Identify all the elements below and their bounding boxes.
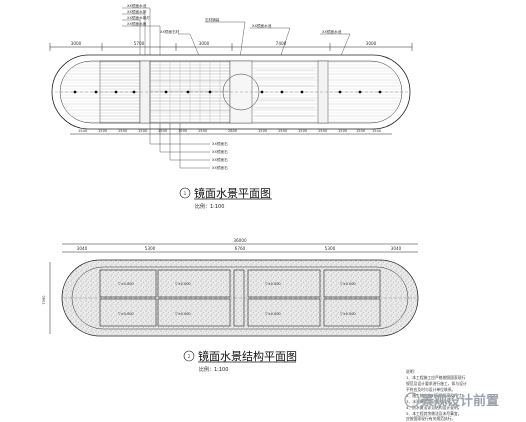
notes-line-1: 1、本工程施工应严格按照国家现行 bbox=[406, 375, 466, 380]
dim-bottom-6: 1500 bbox=[178, 129, 188, 133]
plan-2-dim-1: 3040 bbox=[77, 246, 88, 251]
callout-label-2: XX镜面水景 bbox=[127, 9, 147, 14]
plan-2-dim-4: 5300 bbox=[325, 246, 336, 251]
plan-2-total-dim: 36000 bbox=[233, 238, 247, 243]
callout-bottom-2: XX镜面石 bbox=[212, 149, 228, 154]
dim-bottom-1: 1500 bbox=[78, 129, 88, 133]
watermark: 景观设计前置 bbox=[404, 392, 499, 409]
callout-bottom-1: XX镜面石 bbox=[212, 141, 228, 146]
notes-line-4: 2、施工前应核对现场标高及尺寸。 bbox=[406, 393, 465, 398]
watermark-logo-icon bbox=[404, 392, 420, 408]
plan-1-title: 镜面水景平面图 bbox=[194, 186, 271, 200]
dim-bottom-15: 1500 bbox=[372, 129, 382, 133]
plan-1-fountain-jets bbox=[73, 90, 382, 94]
callout-label-4: XX镜面水面 bbox=[127, 21, 147, 26]
plan-2-number-circle bbox=[183, 350, 195, 362]
plan-2-structure-plan: 36000 3040 5300 6760 5300 3040 7060 ▽±0.… bbox=[42, 238, 419, 373]
callout-label-1: XX镜面水池 bbox=[127, 3, 147, 8]
dim-bottom-5: 1500 bbox=[158, 129, 168, 133]
svg-text:▽±0.000: ▽±0.000 bbox=[265, 282, 281, 286]
plan-1-number-circle bbox=[179, 187, 191, 199]
svg-text:▽±0.000: ▽±0.000 bbox=[340, 282, 356, 286]
plan-2-dim-5: 3040 bbox=[391, 246, 402, 251]
plan-2-dim-2: 5300 bbox=[145, 246, 156, 251]
dim-bottom-8: 2800 bbox=[228, 129, 238, 133]
plan-2-slab-panels bbox=[99, 269, 381, 327]
notes-block: 说明： 1、本工程施工应严格按照国家现行 规范及设计要求进行施工，如与设计 不符… bbox=[406, 369, 467, 421]
callout-bottom-4: XX镜面石 bbox=[212, 165, 228, 170]
plan-1-top-dimensions: 3000 5700 3000 7400 3000 bbox=[49, 41, 413, 51]
dim-top-1: 3000 bbox=[71, 41, 82, 46]
dim-top-2: 5700 bbox=[134, 41, 145, 46]
svg-text:▽±0.000: ▽±0.000 bbox=[175, 312, 191, 316]
svg-text:▽±0.000: ▽±0.000 bbox=[340, 312, 356, 316]
plan-2-title: 镜面水景结构平面图 bbox=[198, 349, 297, 363]
plan-2-dim-3: 6760 bbox=[235, 246, 246, 251]
callout-label-3: XX镜面水景灯 bbox=[127, 15, 150, 20]
plan-1-scale: 比例：1:100 bbox=[195, 203, 224, 210]
notes-header: 说明： bbox=[406, 369, 417, 374]
dim-bottom-7: 1500 bbox=[198, 129, 208, 133]
plan-2-number: 2 bbox=[188, 354, 191, 359]
dim-bottom-14: 1500 bbox=[356, 129, 366, 133]
dim-bottom-12: 1500 bbox=[318, 129, 328, 133]
notes-line-6: 4、防水做法详见结构设计说明。 bbox=[406, 405, 462, 410]
plan-1-number: 1 bbox=[184, 191, 187, 196]
dim-bottom-3: 1500 bbox=[118, 129, 128, 133]
svg-text:▽±0.000: ▽±0.000 bbox=[265, 312, 281, 316]
dim-bottom-13: 1500 bbox=[338, 129, 348, 133]
callout-label-8: XX镜面水池 bbox=[322, 29, 342, 34]
dim-bottom-2: 1500 bbox=[98, 129, 108, 133]
svg-text:7060: 7060 bbox=[42, 295, 46, 305]
callout-bottom-3: XX镜面石 bbox=[212, 157, 228, 162]
callout-label-5: XX镜面石材 bbox=[160, 29, 180, 34]
plan-1-callouts-bottom bbox=[149, 123, 210, 169]
svg-text:▽±0.000: ▽±0.000 bbox=[118, 312, 134, 316]
notes-line-8: 应按国家现行有关规范执行。 bbox=[406, 416, 455, 421]
dim-bottom-9: 1500 bbox=[258, 129, 268, 133]
plan-2-level-markers: ▽±0.000 ▽±0.000 ▽±0.000 ▽±0.000 ▽±0.000 ▽±0… bbox=[118, 282, 356, 316]
plan-1-bottom-dimensions: 1500 1500 1500 1500 1500 1500 1500 2800 … bbox=[70, 129, 392, 135]
dim-top-3: 3000 bbox=[199, 41, 210, 46]
callout-label-6: 石材铺装 bbox=[205, 17, 220, 22]
notes-line-7: 5、本工程其余做法及未尽事宜， bbox=[406, 411, 462, 416]
svg-text:▽±0.000: ▽±0.000 bbox=[175, 282, 191, 286]
notes-line-2: 规范及设计要求进行施工，如与设计 bbox=[406, 381, 467, 386]
dim-bottom-11: 1500 bbox=[298, 129, 308, 133]
plan-1-callouts-top bbox=[122, 7, 351, 60]
dim-top-4: 7400 bbox=[276, 41, 287, 46]
dim-bottom-4: 1500 bbox=[138, 129, 148, 133]
callout-label-7: XX镜面水池 bbox=[252, 23, 272, 28]
watermark-text: 景观设计前置 bbox=[421, 393, 499, 409]
dim-bottom-10: 1500 bbox=[278, 129, 288, 133]
notes-line-5: 3、水池做法详见相关详图。 bbox=[406, 399, 454, 404]
plan-2-scale: 比例：1:100 bbox=[199, 366, 228, 373]
svg-text:▽±0.000: ▽±0.000 bbox=[118, 282, 134, 286]
dim-top-5: 3000 bbox=[366, 41, 377, 46]
plan-1-water-feature-plan: 3000 5700 3000 7400 3000 XX镜面水池 XX镜面水景 X… bbox=[49, 3, 413, 210]
plan-1-water-ripple-lines bbox=[255, 69, 315, 117]
notes-line-3: 不符应及时与设计单位联系。 bbox=[406, 387, 455, 392]
